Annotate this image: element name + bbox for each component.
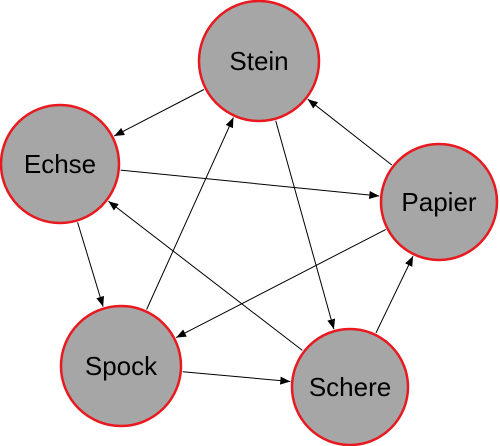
edge-papier-to-spock (175, 229, 386, 339)
node-echse: Echse (0, 103, 121, 225)
edge-echse-to-papier (120, 169, 380, 199)
node-papier: Papier (379, 142, 499, 262)
node-papier-label: Papier (401, 187, 476, 217)
node-stein-circle (197, 0, 321, 123)
edge-echse-to-spock (77, 222, 105, 307)
node-spock-label: Spock (85, 351, 158, 381)
edge-stein-to-schere (275, 120, 336, 330)
edge-spock-to-stein (146, 117, 234, 310)
edge-papier-to-stein (307, 98, 393, 166)
edges-layer (77, 89, 414, 385)
node-spock: Spock (59, 304, 183, 428)
node-spock-circle (59, 304, 183, 428)
node-echse-circle (0, 103, 121, 225)
node-stein-label: Stein (229, 46, 288, 76)
node-echse-label: Echse (24, 149, 96, 179)
edge-schere-to-echse (108, 200, 303, 351)
edge-schere-to-papier (375, 255, 414, 334)
node-papier-circle (379, 142, 499, 262)
node-schere-circle (290, 327, 410, 446)
edge-stein-to-echse (113, 89, 205, 137)
node-schere-label: Schere (309, 372, 391, 402)
edge-spock-to-schere (182, 371, 291, 385)
node-schere: Schere (290, 327, 410, 446)
node-stein: Stein (197, 0, 321, 123)
